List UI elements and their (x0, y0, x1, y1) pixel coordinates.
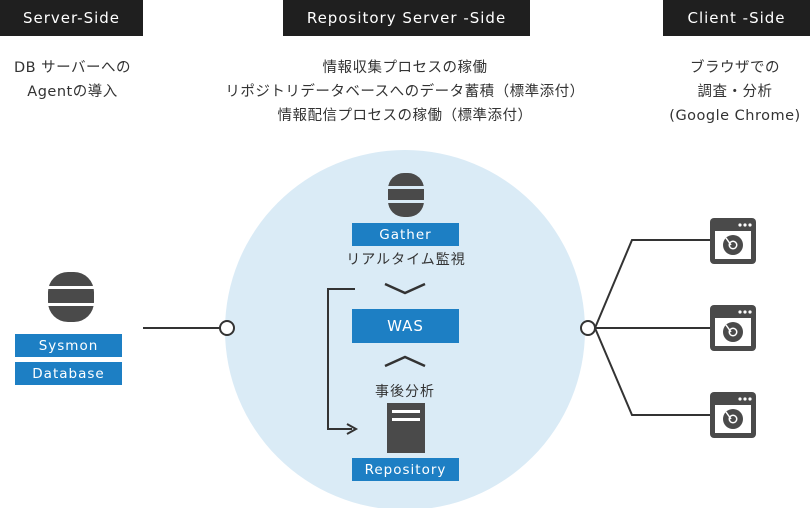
bracket-arrow (327, 288, 355, 430)
chevron-down-icon (384, 282, 426, 295)
chrome-browser-icon (710, 392, 756, 438)
chevron-up-icon (384, 355, 426, 368)
server-side-description: DB サーバーへの Agentの導入 (0, 56, 145, 104)
repository-label: Repository (352, 458, 459, 481)
client-side-header: Client -Side (663, 0, 810, 36)
gather-database-icon (388, 173, 424, 217)
post-analysis-label: 事後分析 (375, 384, 435, 400)
chrome-browser-icon (710, 218, 756, 264)
repo-desc-line-1: 情報収集プロセスの稼働 (322, 60, 488, 76)
client-desc-line-2: 調査・分析 (697, 84, 773, 100)
client-connector-node (580, 320, 596, 336)
client-desc-line-3: (Google Chrome) (669, 108, 801, 124)
chrome-browser-icon (710, 305, 756, 351)
gather-label: Gather (352, 223, 459, 246)
database-label: Database (15, 362, 122, 385)
client-side-description: ブラウザでの 調査・分析 (Google Chrome) (660, 56, 810, 128)
client-connector-lines (594, 239, 710, 416)
repo-desc-line-2: リポジトリデータベースへのデータ蓄積（標準添付） (225, 84, 585, 100)
sysmon-label: Sysmon (15, 334, 122, 357)
repository-side-description: 情報収集プロセスの稼働 リポジトリデータベースへのデータ蓄積（標準添付） 情報配… (190, 56, 620, 128)
server-icon (387, 403, 425, 453)
server-desc-line-1: DB サーバーへの (13, 60, 132, 76)
repository-side-header: Repository Server -Side (283, 0, 530, 36)
server-desc-line-2: Agentの導入 (27, 84, 118, 100)
server-connector-node (219, 320, 235, 336)
realtime-monitoring-label: リアルタイム監視 (346, 252, 466, 268)
was-label: WAS (352, 309, 459, 343)
repo-desc-line-3: 情報配信プロセスの稼働（標準添付） (277, 108, 533, 124)
database-icon (48, 272, 94, 322)
client-desc-line-1: ブラウザでの (690, 60, 780, 76)
arrow-head-icon (346, 423, 359, 435)
server-side-header: Server-Side (0, 0, 143, 36)
